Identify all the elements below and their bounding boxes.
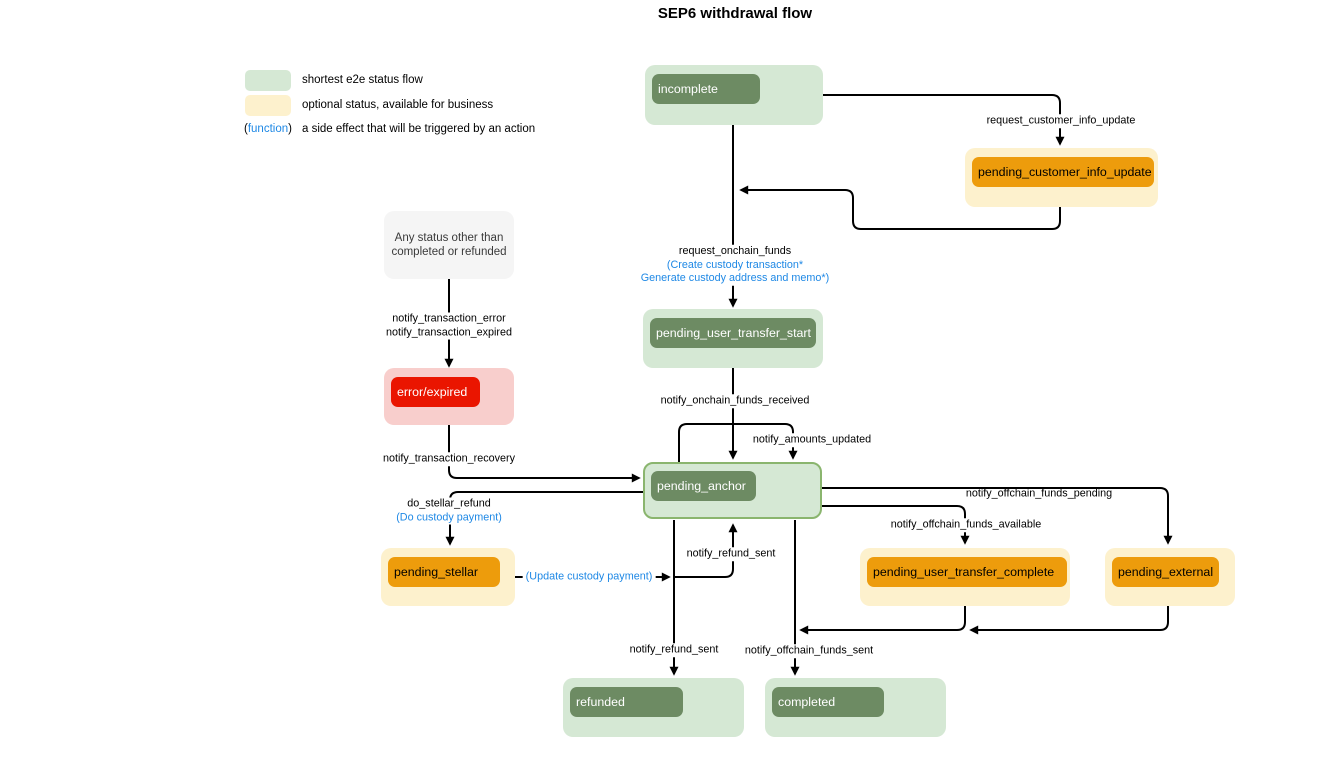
node-pending-external-label: pending_external: [1112, 557, 1219, 587]
edge-label-notify-amounts-updated: notify_amounts_updated: [749, 433, 875, 447]
legend-function-label: a side effect that will be triggered by …: [302, 123, 536, 135]
edge-label-request-onchain-funds: request_onchain_funds (Create custody tr…: [637, 244, 833, 286]
edge-label-create-custody-transaction: (Create custody transaction*: [666, 258, 804, 271]
edge-label-do-custody-payment: (Do custody payment): [396, 511, 502, 523]
node-pending-user-transfer-complete: pending_user_transfer_complete: [860, 548, 1070, 606]
node-incomplete: incomplete: [645, 65, 823, 125]
edge-pending-anchor-to-pending-user-transfer-complete: [822, 505, 970, 545]
legend-green-label: shortest e2e status flow: [302, 74, 423, 86]
legend-paren-open: (: [244, 123, 248, 135]
edge-label-notify-transaction-expired: notify_transaction_expired: [385, 326, 513, 338]
edge-pending-user-transfer-complete-to-completed: [799, 606, 966, 635]
edge-label-update-custody-payment: (Update custody payment): [522, 570, 656, 584]
legend-paren-close: ): [288, 123, 292, 135]
legend-green-swatch: [245, 70, 291, 91]
legend-function-token: (function): [244, 119, 292, 140]
node-pending-user-transfer-start: pending_user_transfer_start: [643, 309, 823, 368]
edge-label-notify-refund-sent-down: notify_refund_sent: [626, 643, 722, 657]
edge-incomplete-to-pending-customer-info-update: [823, 94, 1065, 146]
node-error-expired-label: error/expired: [391, 377, 480, 407]
node-pending-stellar-label: pending_stellar: [388, 557, 500, 587]
edge-label-generate-custody-address: Generate custody address and memo*): [640, 271, 830, 284]
edge-label-do-stellar-refund-text: do_stellar_refund: [407, 497, 491, 510]
node-completed-label: completed: [772, 687, 884, 717]
node-pending-user-transfer-start-label: pending_user_transfer_start: [650, 318, 816, 348]
edge-label-notify-offchain-funds-available: notify_offchain_funds_available: [887, 518, 1045, 532]
note-line-1: Any status other than: [394, 232, 504, 244]
node-pending-stellar: pending_stellar: [381, 548, 515, 606]
edge-label-notify-transaction-error: notify_transaction_error: [392, 312, 506, 325]
legend-function-word: function: [247, 123, 289, 135]
legend-optional-label: optional status, available for business: [302, 99, 494, 111]
node-pending-user-transfer-complete-label: pending_user_transfer_complete: [867, 557, 1067, 587]
edge-pending-customer-info-update-return: [739, 185, 1061, 230]
diagram-title: SEP6 withdrawal flow: [657, 5, 813, 22]
node-completed: completed: [765, 678, 946, 737]
edge-refund-sent-up-to-pending-anchor: [674, 523, 738, 578]
node-refunded: refunded: [563, 678, 744, 737]
edge-pending-anchor-to-pending-external: [822, 487, 1173, 545]
node-pending-customer-info-update: pending_customer_info_update: [965, 148, 1158, 207]
node-incomplete-label: incomplete: [652, 74, 760, 104]
edge-label-notify-offchain-funds-pending: notify_offchain_funds_pending: [965, 487, 1113, 500]
edge-label-notify-transaction-error-expired: notify_transaction_error notify_transact…: [382, 312, 516, 340]
edge-label-request-customer-info-update: request_customer_info_update: [983, 114, 1139, 128]
node-pending-external: pending_external: [1105, 548, 1235, 606]
node-refunded-label: refunded: [570, 687, 683, 717]
edge-label-request-onchain-funds-text: request_onchain_funds: [678, 244, 792, 257]
node-any-status-note: Any status other than completed or refun…: [384, 211, 514, 279]
edge-label-notify-refund-sent-up: notify_refund_sent: [683, 547, 779, 561]
node-pending-anchor: pending_anchor: [643, 462, 822, 519]
edge-label-do-stellar-refund: do_stellar_refund (Do custody payment): [393, 497, 505, 525]
node-error-expired: error/expired: [384, 368, 514, 425]
edge-pending-external-merge: [969, 606, 1169, 635]
note-line-2: completed or refunded: [391, 246, 507, 258]
edge-label-notify-onchain-funds-received: notify_onchain_funds_received: [657, 394, 813, 408]
edge-label-notify-offchain-funds-sent: notify_offchain_funds_sent: [741, 644, 877, 658]
node-pending-customer-info-update-label: pending_customer_info_update: [972, 157, 1154, 187]
edge-error-expired-to-pending-anchor: [448, 425, 641, 483]
edge-label-notify-transaction-recovery: notify_transaction_recovery: [379, 452, 519, 466]
edge-pending-anchor-amounts-updated-loop: [678, 423, 798, 462]
legend-optional-swatch: [245, 95, 291, 116]
node-pending-anchor-label: pending_anchor: [651, 471, 756, 501]
